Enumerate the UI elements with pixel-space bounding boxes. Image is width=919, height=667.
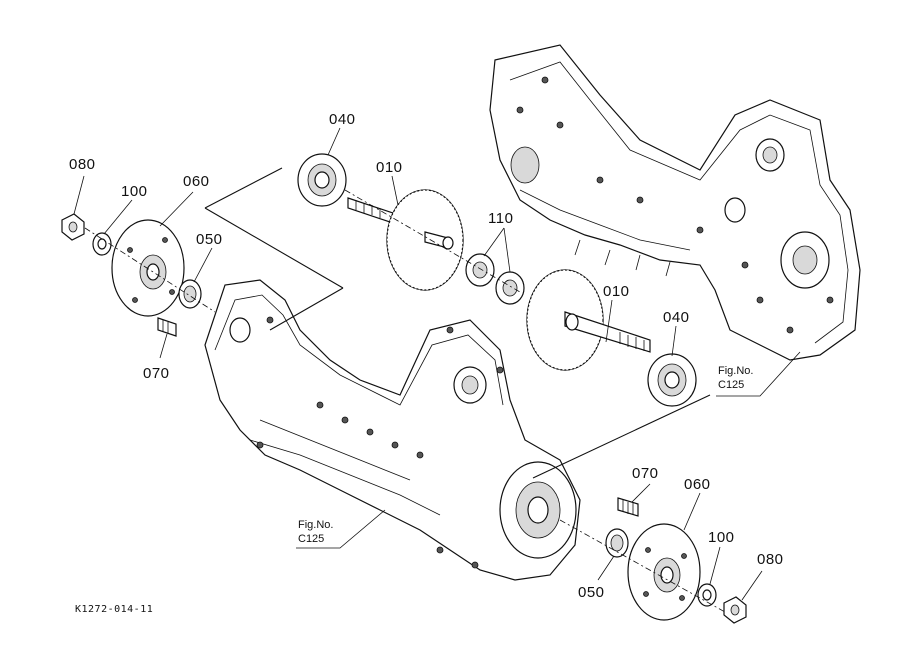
lower-housing: [204, 279, 581, 581]
seal-050-right: [605, 528, 629, 558]
reference-frame-lines: [204, 167, 711, 479]
part-label-040-upper: 040: [329, 111, 356, 128]
part-label-060-right: 060: [684, 476, 711, 493]
shaft-gear-010-upper: [347, 189, 464, 291]
document-id: K1272-014-11: [75, 604, 154, 615]
part-label-100-right: 100: [708, 529, 735, 546]
bearing-040-lower: [647, 353, 697, 407]
part-label-010-lower: 010: [603, 283, 630, 300]
axis-lines: [84, 189, 726, 613]
washer-100-right: [697, 583, 717, 607]
bolt-070-right: [617, 497, 639, 517]
part-label-040-lower: 040: [663, 309, 690, 326]
part-label-110: 110: [488, 210, 514, 227]
nut-080-left: [61, 213, 85, 241]
part-label-050-left: 050: [196, 231, 223, 248]
leader-lines: [73, 127, 801, 601]
part-label-100-left: 100: [121, 183, 148, 200]
figure-ref-bottom: Fig.No. C125: [298, 519, 333, 547]
part-label-080-right: 080: [757, 551, 784, 568]
bearings-110: [465, 253, 525, 305]
part-label-010-upper: 010: [376, 159, 403, 176]
part-label-050-right: 050: [578, 584, 605, 601]
bearing-040-upper: [297, 153, 347, 207]
flange-060-left: [111, 219, 185, 317]
upper-housing: [489, 44, 861, 361]
part-label-080-left: 080: [69, 156, 96, 173]
flange-060-right: [627, 523, 701, 621]
figure-ref-bottom-line1: Fig.No.: [298, 519, 334, 531]
seal-050-left: [178, 279, 202, 309]
bolt-070-left: [157, 317, 177, 337]
shaft-gear-010-lower: [526, 269, 651, 371]
washer-100-left: [92, 232, 112, 256]
figure-ref-right: Fig.No. C125: [718, 365, 753, 393]
part-label-070-right: 070: [632, 465, 659, 482]
part-label-070-left: 070: [143, 365, 170, 382]
figure-ref-bottom-line2: C125: [298, 532, 325, 545]
nut-080-right: [723, 596, 747, 624]
part-label-060-left: 060: [183, 173, 210, 190]
figure-ref-right-line1: Fig.No.: [718, 365, 754, 377]
figure-ref-right-line2: C125: [718, 378, 745, 391]
